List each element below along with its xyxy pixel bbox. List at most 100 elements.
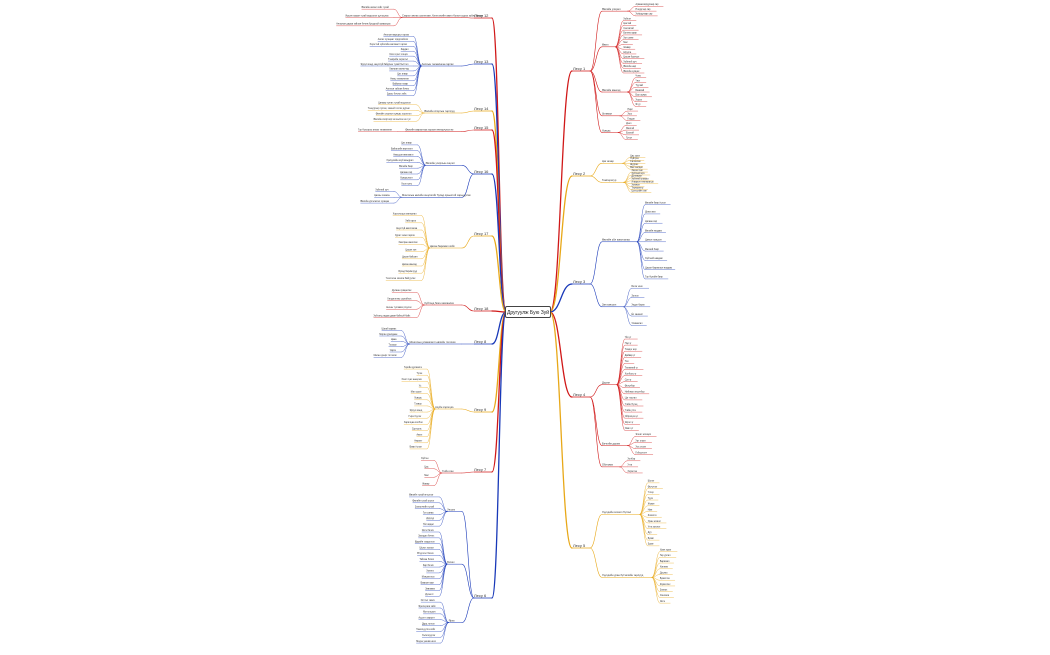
leaf-label[interactable]: Шуурга bbox=[623, 52, 631, 54]
leaf-label[interactable]: Уран зураг bbox=[660, 549, 672, 551]
leaf-label[interactable]: Чарга bbox=[390, 350, 397, 352]
leaf-label[interactable]: Дүрд тоглох bbox=[422, 623, 436, 625]
leaf-label[interactable]: Хадаг барих bbox=[632, 305, 646, 307]
leaf-label[interactable]: Шүлэг зохиох bbox=[419, 547, 434, 549]
leaf-label[interactable]: Хийх арга bbox=[405, 220, 416, 223]
leaf-label[interactable]: Уран зохиол bbox=[648, 521, 662, 523]
leaf-label[interactable]: Хүйтрэх bbox=[630, 157, 639, 160]
leaf-label[interactable]: Хэмжих bbox=[632, 184, 641, 186]
leaf-label[interactable]: Цасан байшин bbox=[402, 256, 418, 259]
leaf-label[interactable]: Ятуу bbox=[636, 104, 642, 106]
leaf-label[interactable]: Илтгэл тавих bbox=[421, 600, 436, 602]
leaf-label[interactable]: Өдрийн тэмдэглэл bbox=[415, 540, 435, 543]
leaf-label[interactable]: Салхилах bbox=[630, 161, 641, 163]
leaf-label[interactable]: Шуурах bbox=[630, 164, 639, 166]
leaf-label[interactable]: Цастай bbox=[623, 22, 631, 25]
leaf-label[interactable]: Ажил bbox=[417, 433, 423, 436]
leaf-label[interactable]: Амьтдын өвөлжилт bbox=[393, 153, 414, 156]
branch-label[interactable]: Лесу 3 bbox=[573, 279, 586, 284]
branch-label[interactable]: Лесу 7 bbox=[474, 467, 487, 472]
central-topic[interactable]: Другуулж Бую Зуй bbox=[505, 306, 551, 318]
leaf-label[interactable]: Гэрийн дулаалга bbox=[404, 366, 423, 369]
leaf-label[interactable]: Хүйтэнд гадаа удаан байхгүй байх bbox=[374, 315, 412, 318]
branch-label[interactable]: Лесу 6 bbox=[474, 593, 487, 598]
leaf-label[interactable]: Цагаан сар bbox=[400, 172, 413, 174]
branch-label[interactable]: Лесу 1 bbox=[573, 66, 586, 71]
leaf-label[interactable]: Утга bbox=[627, 465, 632, 467]
leaf-label[interactable]: Урт эгшиг bbox=[636, 440, 646, 442]
leaf-label[interactable]: Үнэг bbox=[636, 80, 641, 82]
leaf-label[interactable]: Ном bbox=[648, 509, 653, 511]
leaf-label[interactable]: Бүжиг bbox=[648, 538, 654, 540]
leaf-label[interactable]: Нэгдүгээр сар bbox=[636, 9, 652, 11]
subtopic-label[interactable]: Хувцас bbox=[602, 128, 611, 132]
branch-label[interactable]: Лесу 15 bbox=[474, 125, 489, 130]
leaf-label[interactable]: Бүжиглэх bbox=[660, 578, 671, 580]
branch-label[interactable]: Лесу 14 bbox=[474, 106, 489, 111]
leaf-label[interactable]: Жүжиг bbox=[648, 504, 655, 506]
leaf-label[interactable]: Өгүүллэг бичих bbox=[417, 553, 434, 555]
leaf-label[interactable]: Хөгжим bbox=[660, 567, 668, 569]
leaf-label[interactable]: Үлгэр bbox=[648, 492, 655, 494]
leaf-label[interactable]: Хоол хүнс bbox=[401, 183, 413, 185]
leaf-label[interactable]: Түлш bbox=[417, 373, 423, 375]
leaf-label[interactable]: Хос эгшиг bbox=[636, 446, 647, 448]
leaf-label[interactable]: Сургууль bbox=[412, 428, 422, 430]
leaf-label[interactable]: Үйл үг bbox=[625, 336, 632, 339]
leaf-label[interactable]: Баавгай bbox=[636, 89, 645, 92]
leaf-label[interactable]: Хэрэглэгдэх материал bbox=[393, 213, 417, 215]
leaf-label[interactable]: Өвлийн үргэлжлэх хугацаа bbox=[360, 200, 389, 203]
leaf-label[interactable]: Золгох bbox=[632, 295, 640, 297]
leaf-label[interactable]: Тэшүүр bbox=[389, 344, 398, 346]
leaf-label[interactable]: Үзэсгэлэн зохион байгуулах bbox=[386, 277, 416, 280]
leaf-label[interactable]: Ус bbox=[419, 385, 422, 387]
leaf-label[interactable]: Тээврийн хэрэгсэл bbox=[388, 58, 409, 61]
leaf-label[interactable]: Мэтгэлцээн bbox=[423, 612, 436, 614]
leaf-label[interactable]: Тайлан бичих bbox=[419, 558, 434, 561]
leaf-label[interactable]: Жавар bbox=[623, 47, 631, 49]
leaf-label[interactable]: Шагай харвах bbox=[382, 327, 398, 330]
leaf-label[interactable]: Цанаар гулгах тухай мэдээлэл bbox=[378, 102, 411, 105]
subtopic-label[interactable]: Өвлийн улирал bbox=[602, 7, 621, 11]
subtopic-label[interactable]: Монголын өвлийн онцлогийг бусад орныхтой… bbox=[402, 193, 471, 197]
leaf-label[interactable]: Үгийн утга bbox=[625, 409, 637, 412]
leaf-label[interactable]: Зураг төсөл гаргах bbox=[395, 235, 416, 237]
subtopic-label[interactable]: Өвлийн спортын төрлүүд bbox=[424, 109, 455, 113]
leaf-label[interactable]: Цельсийн хэм bbox=[632, 189, 647, 192]
subtopic-label[interactable]: Хүүхдийн зохиол бүтээл bbox=[602, 510, 632, 514]
leaf-label[interactable]: Туулай bbox=[636, 84, 644, 87]
leaf-label[interactable]: Мөсний баяр bbox=[645, 248, 660, 251]
leaf-label[interactable]: Дулаарах bbox=[632, 176, 643, 178]
leaf-label[interactable]: Гол санаа bbox=[423, 512, 434, 514]
subtopic-label[interactable]: Цаг агаар bbox=[602, 159, 614, 163]
leaf-label[interactable]: Өвлийн наадам bbox=[645, 229, 662, 232]
leaf-label[interactable]: Жавар bbox=[422, 484, 430, 486]
leaf-label[interactable]: Байгалийн өөрчлөлт bbox=[391, 148, 414, 151]
leaf-label[interactable]: Уламжлал bbox=[632, 323, 644, 325]
leaf-label[interactable]: Бэлэг өгөх bbox=[632, 286, 644, 288]
subtopic-label[interactable]: Өвлийн амьтад bbox=[602, 88, 621, 92]
leaf-label[interactable]: Хэрэгтэй зүйлсийн жагсаалт гаргах bbox=[370, 43, 408, 46]
leaf-label[interactable]: Бусад баримлууд bbox=[398, 271, 417, 273]
leaf-label[interactable]: Нөөц төлөвлөгөө bbox=[390, 79, 409, 81]
leaf-label[interactable]: Үгийн бүтэц bbox=[625, 403, 638, 406]
leaf-label[interactable]: Сул үг bbox=[625, 379, 632, 381]
branch-label[interactable]: Лесу 18 bbox=[474, 306, 489, 311]
subtopic-label[interactable]: Өвөл bbox=[602, 43, 609, 47]
leaf-label[interactable]: Хэрэглээ bbox=[627, 471, 637, 473]
leaf-label[interactable]: Ярилцлага хийх bbox=[419, 605, 437, 608]
leaf-label[interactable]: Өвлийн тухай өгүүллэг bbox=[409, 494, 434, 497]
leaf-label[interactable]: Хөлдөлтөөс сэргийлэх bbox=[387, 298, 412, 301]
leaf-label[interactable]: Хүйтэн bbox=[623, 17, 631, 20]
leaf-label[interactable]: Хасах хэм bbox=[632, 170, 643, 172]
leaf-label[interactable]: Амралт bbox=[414, 440, 423, 443]
subtopic-label[interactable]: Өвлийн улирлын онцлог bbox=[426, 161, 455, 165]
leaf-label[interactable]: Цаг агаар bbox=[401, 143, 412, 145]
leaf-label[interactable]: Өгүүлбэр bbox=[625, 386, 636, 388]
leaf-label[interactable]: Өвлийн баяр ёслол bbox=[645, 201, 666, 204]
leaf-label[interactable]: Баяр ёслол bbox=[410, 447, 423, 449]
leaf-label[interactable]: Урилга bbox=[426, 571, 434, 573]
leaf-label[interactable]: Мэдээ уншиж өгөх bbox=[416, 641, 437, 643]
leaf-label[interactable]: Тэмдэг нэр bbox=[625, 349, 638, 351]
leaf-label[interactable]: Байрлах газар bbox=[393, 82, 409, 85]
